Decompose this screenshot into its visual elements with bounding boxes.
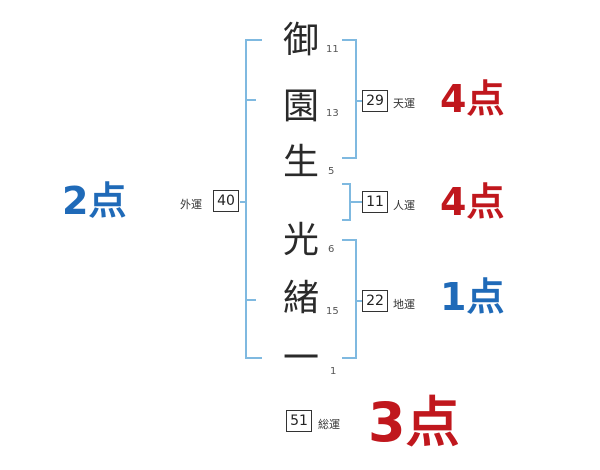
soukaku-value-box: 51: [286, 410, 312, 432]
jinkaku-label: 人運: [393, 199, 415, 212]
soukaku-label: 総運: [318, 418, 340, 431]
name-char-6: 一: [282, 338, 319, 379]
chikaku-value-box: 22: [362, 290, 388, 312]
name-char-2: 園: [282, 86, 319, 127]
stroke-count-4: 6: [328, 244, 335, 255]
gaikaku-score: 2点: [62, 179, 127, 223]
jinkaku-value-box: 11: [362, 191, 388, 213]
left-bracket: [245, 39, 262, 359]
tenkaku-score: 4点: [440, 77, 505, 121]
jinkaku-score: 4点: [440, 180, 505, 224]
stroke-count-1: 11: [326, 44, 339, 55]
name-char-4: 光: [282, 220, 319, 261]
gaikaku-value-box: 40: [213, 190, 239, 212]
name-char-3: 生: [282, 142, 319, 183]
chikaku-label: 地運: [393, 298, 415, 311]
stroke-count-6: 1: [330, 366, 337, 377]
name-char-5: 緒: [282, 278, 319, 319]
chikaku-bracket: [342, 239, 357, 359]
tenkaku-bracket: [342, 39, 357, 159]
name-char-1: 御: [282, 20, 319, 61]
gaikaku-label: 外運: [180, 198, 202, 211]
tenkaku-value-box: 29: [362, 90, 388, 112]
stroke-count-2: 13: [326, 108, 339, 119]
stroke-count-3: 5: [328, 166, 335, 177]
jinkaku-bracket: [342, 183, 351, 221]
tenkaku-label: 天運: [393, 97, 415, 110]
soukaku-score: 3点: [368, 391, 460, 454]
stroke-count-5: 15: [326, 306, 339, 317]
chikaku-score: 1点: [440, 275, 505, 319]
